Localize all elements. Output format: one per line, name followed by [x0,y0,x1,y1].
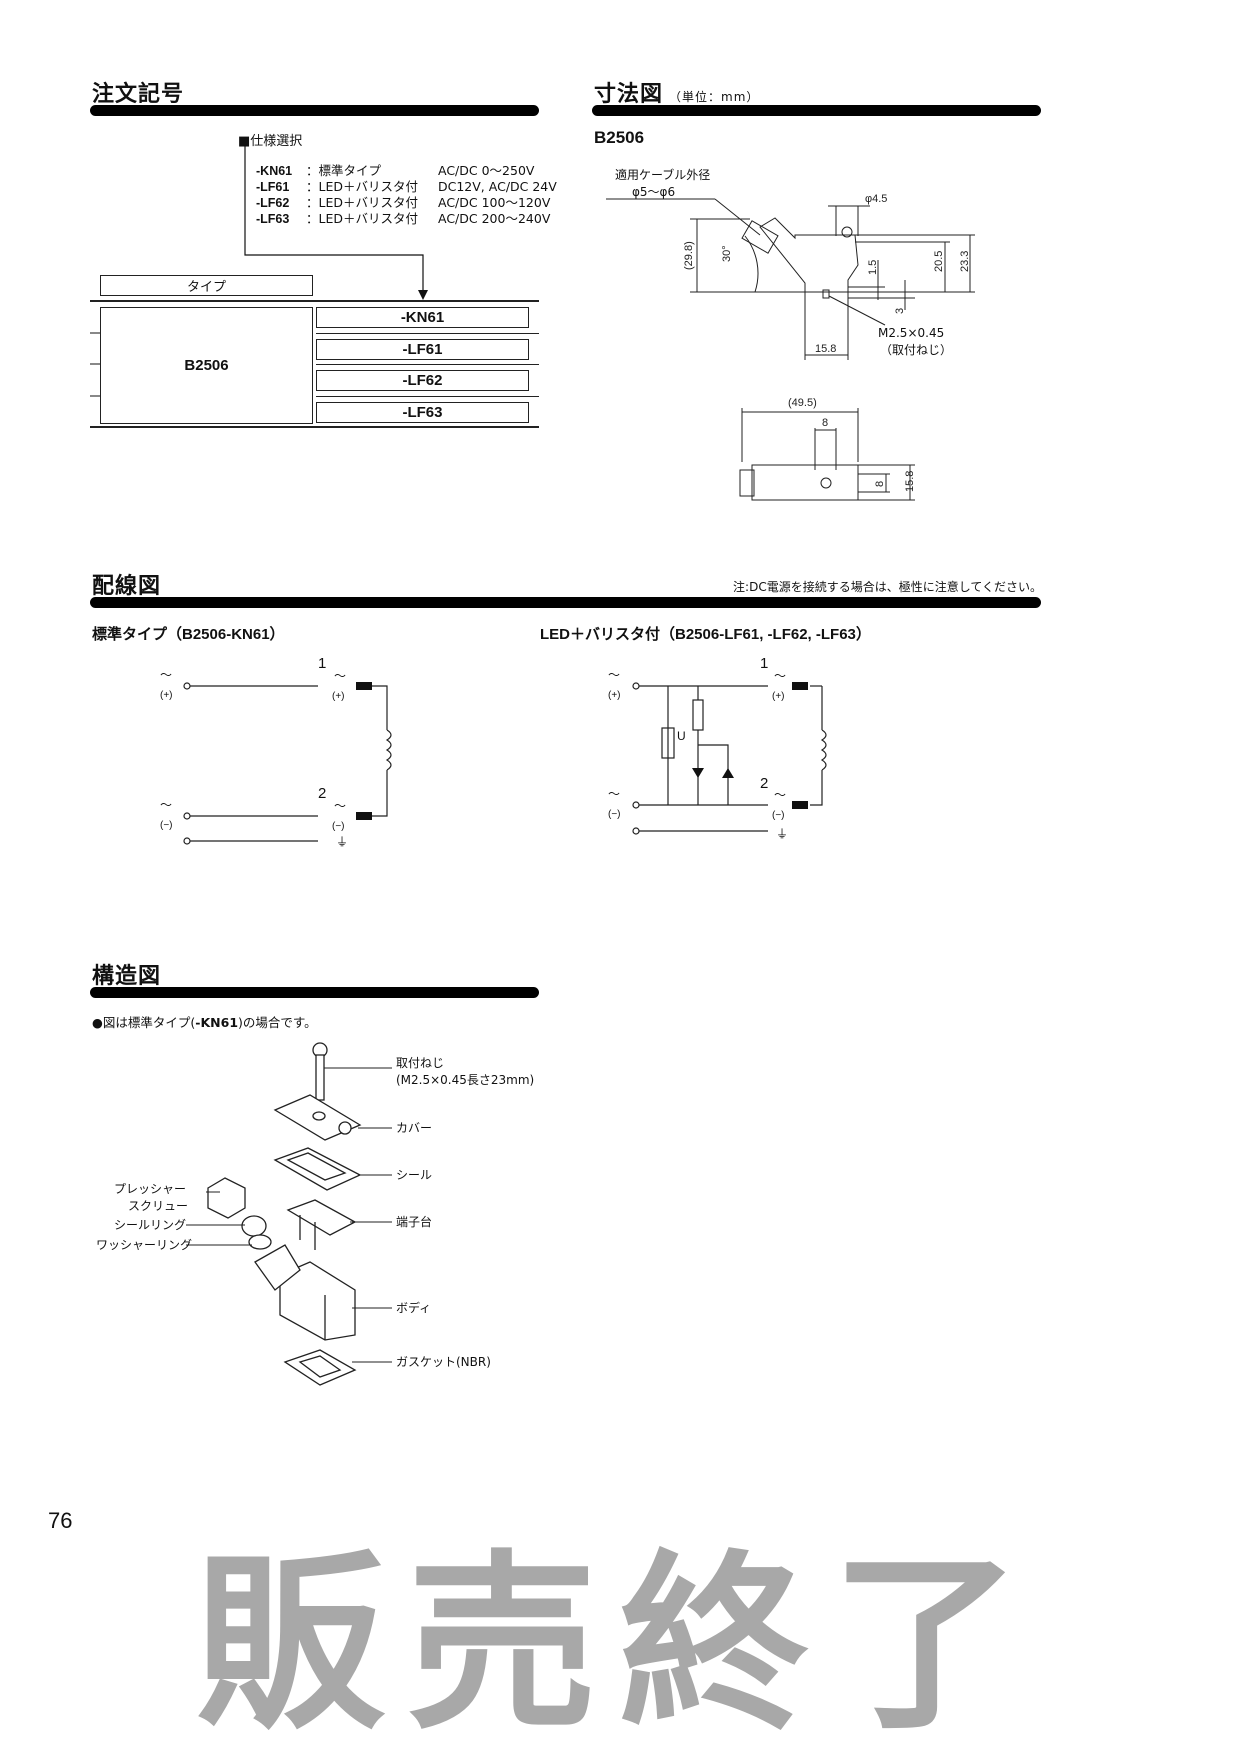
tilde: ～ [334,669,346,683]
spec-heading: ■仕様選択 [238,134,303,149]
structure-section-title: 構造図 [92,964,162,989]
dim-label: 15.8 [904,471,916,492]
minus: (−) [160,820,173,831]
part-body: ボディ [396,1301,432,1315]
dim-label: 20.5 [933,251,945,272]
cable-range: φ5～φ6 [632,185,676,199]
part-terminal-block: 端子台 [396,1215,433,1229]
minus: (−) [772,810,785,821]
section-bar [90,597,1041,608]
tilde: ～ [608,668,620,682]
minus: (−) [608,809,621,820]
divider [316,333,539,334]
plus: (+) [160,690,173,701]
wiring-note: 注:DC電源を接続する場合は、極性に注意してください。 [733,580,1042,594]
section-bar [592,105,1041,116]
tilde: ～ [608,787,620,801]
order-section-title: 注文記号 [92,82,185,107]
wiring-diagrams: 1 2 1 2 ～(+) ～(−) ～(+) ～(−) ⏚ ～(+) ～(−) … [160,655,827,849]
code-kn61: -KN61 [316,307,529,328]
plus: (+) [772,691,785,702]
page-number: 76 [48,1508,73,1533]
wiring-right-title: LED＋バリスタ付（B2506-LF61, -LF62, -LF63） [540,626,871,643]
tilde: ～ [160,668,172,682]
screw-label: M2.5×0.45 [878,326,945,340]
dimension-model: B2506 [594,128,645,147]
divider [90,426,539,428]
section-bar [90,987,539,998]
terminal-1-left: 1 [318,655,326,672]
part-washer-ring: ワッシャーリング [96,1238,193,1252]
spec-arrow [90,145,428,397]
tilde: ～ [774,669,786,683]
dimension-drawing: φ4.5 (29.8) 30° 20.5 23.3 1.5 3 15.8 (49… [606,193,975,501]
dim-label: 15.8 [815,343,836,355]
part-gasket: ガスケット(NBR) [396,1355,491,1369]
code-lf62: -LF62 [316,370,529,391]
model-cell: B2506 [100,307,313,424]
wiring-section-title: 配線図 [92,574,162,599]
discontinued-watermark: 販売終了 [195,1534,1044,1755]
part-mounting-screw-spec: (M2.5×0.45長さ23mm) [396,1073,535,1087]
dimension-section-title: 寸法図（単位：mm） [594,82,760,107]
dim-label: 30° [721,245,733,262]
structure-note: ●図は標準タイプ(-KN61)の場合です。 [92,1015,317,1030]
part-mounting-screw: 取付ねじ [396,1056,445,1070]
wiring-left-title: 標準タイプ（B2506-KN61） [92,626,285,643]
ground-icon: ⏚ [336,835,348,849]
dim-label: (49.5) [788,397,817,409]
divider [316,396,539,397]
part-pressure-screw: プレッシャー [114,1182,187,1196]
divider [316,364,539,365]
part-cover: カバー [396,1121,433,1135]
tilde: ～ [774,788,786,802]
plus: (+) [332,691,345,702]
dim-label: 8 [874,481,886,487]
dim-label: 8 [822,417,828,429]
terminal-1-right: 1 [760,655,768,672]
minus: (−) [332,821,345,832]
screw-sub: （取付ねじ） [880,343,953,357]
dim-label: 23.3 [959,251,971,272]
part-pressure-screw-2: スクリュー [128,1199,189,1213]
terminal-2-left: 2 [318,785,326,802]
tilde: ～ [160,798,172,812]
tilde: ～ [334,799,346,813]
dim-label: φ4.5 [865,193,887,205]
cable-label: 適用ケーブル外径 [615,168,711,182]
section-bar [90,105,539,116]
code-lf63: -LF63 [316,402,529,423]
code-lf61: -LF61 [316,339,529,360]
dim-label: (29.8) [683,241,695,270]
dim-label: 3 [894,308,906,314]
plus: (+) [608,690,621,701]
part-seal-ring: シールリング [114,1218,187,1232]
dim-label: 1.5 [867,260,879,275]
divider [90,300,539,302]
terminal-2-right: 2 [760,775,768,792]
varistor-label: U [677,729,686,743]
part-seal: シール [396,1168,433,1182]
ground-icon: ⏚ [776,827,788,841]
structure-drawing [186,1042,392,1386]
type-header: タイプ [100,275,313,296]
